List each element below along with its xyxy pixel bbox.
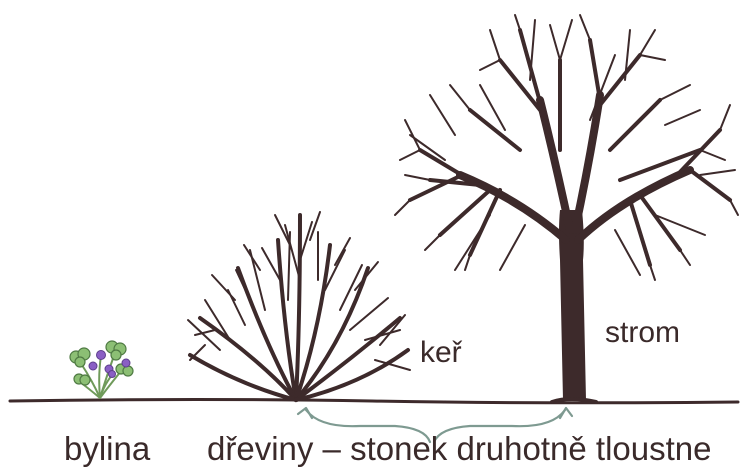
shrub-icon — [187, 211, 411, 402]
tree-label: strom — [605, 316, 680, 349]
tree-icon — [394, 14, 739, 404]
woody-plants-label: dřeviny – stonek druhotně tloustne — [207, 430, 712, 467]
ground-line — [8, 398, 740, 405]
herb-label: bylina — [64, 430, 151, 467]
double-arrow-icon — [296, 406, 574, 444]
shrub-label: keř — [420, 336, 462, 369]
herb-plant-icon — [69, 340, 134, 399]
